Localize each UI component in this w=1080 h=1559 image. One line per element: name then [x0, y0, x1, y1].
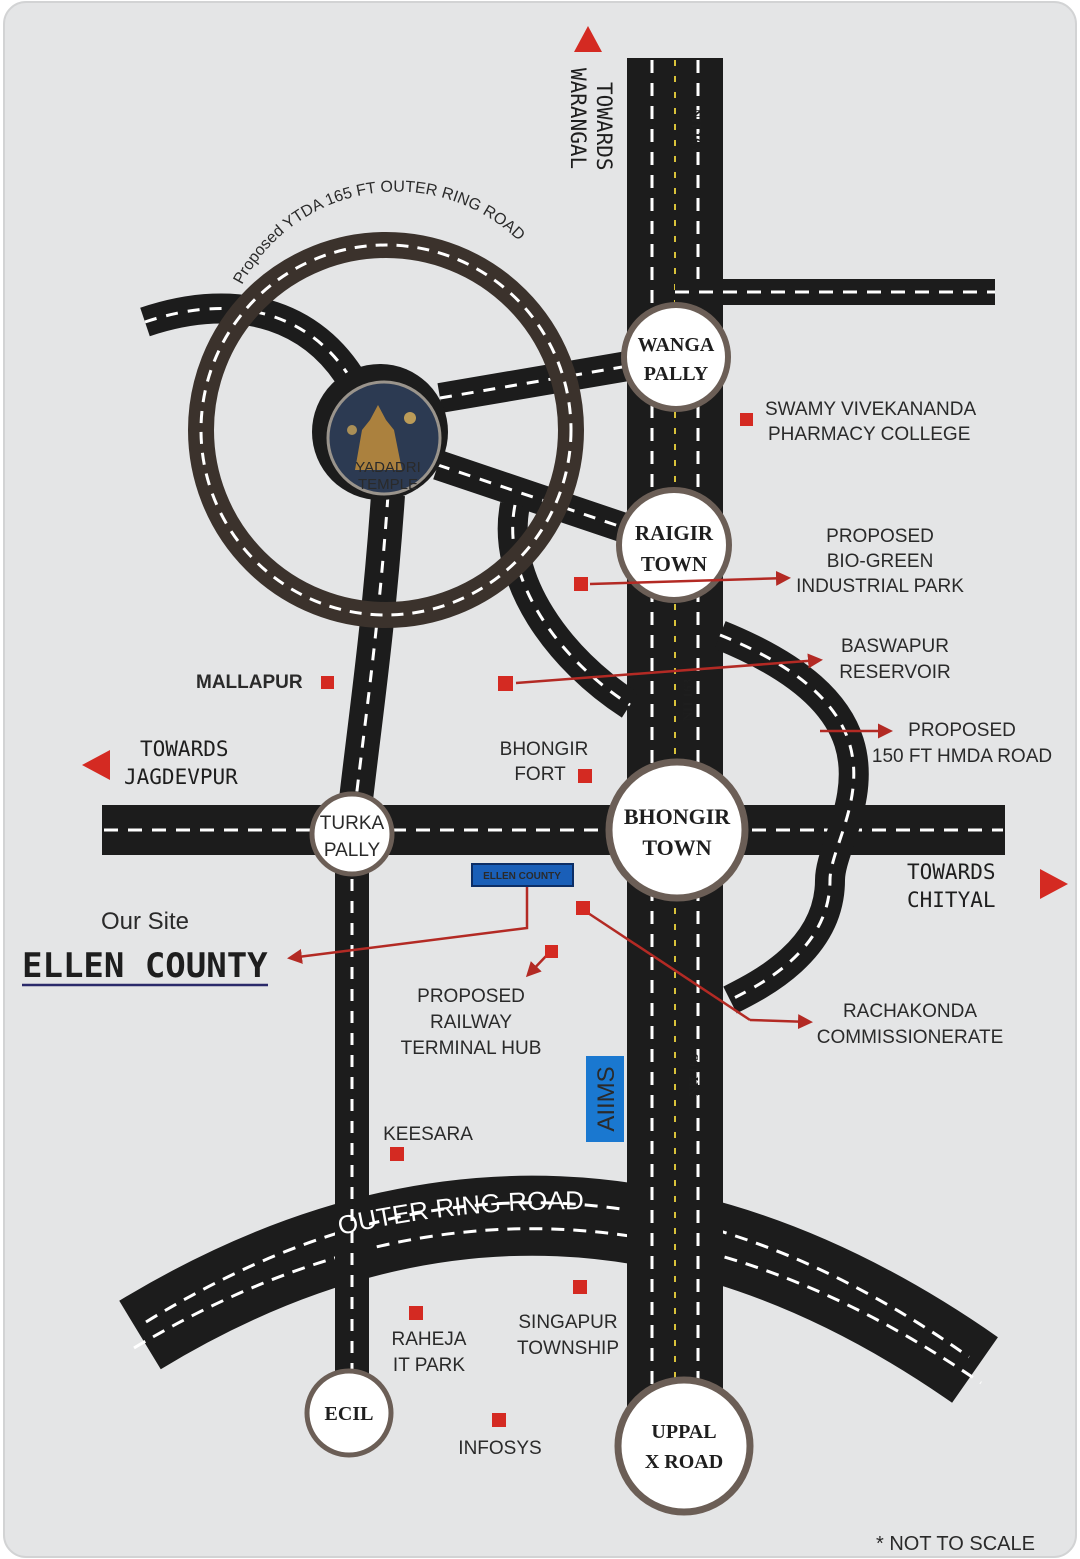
junction-turka-pally: TURKA PALLY: [309, 791, 395, 877]
marker-mallapur: [321, 676, 334, 689]
raheja-line1: RAHEJA: [392, 1329, 467, 1350]
temple-northwest-road: [140, 293, 374, 403]
road-network: [102, 58, 1005, 1440]
marker-baswapur: [498, 676, 513, 691]
infosys-label: INFOSYS: [458, 1438, 541, 1459]
nh163-label-bottom: NH 163: [686, 1053, 701, 1096]
baswapur-arrow: [515, 653, 823, 685]
outer-ring-road: [119, 1175, 998, 1403]
bhongir-town-line2: TOWN: [642, 835, 711, 860]
hmda-line2: 150 FT HMDA ROAD: [872, 746, 1052, 767]
marker-swamy: [740, 413, 753, 426]
biogreen-line2: BIO-GREEN: [827, 551, 934, 572]
ytda-ring-road-lane: [199, 243, 573, 617]
marker-singapur: [573, 1280, 587, 1294]
hmda-road-curve-lane: [719, 633, 856, 1002]
temple-tower-icon: [355, 405, 402, 470]
landmark-markers: [321, 413, 753, 1427]
biogreen-line3: INDUSTRIAL PARK: [796, 576, 964, 597]
towards-chityal-line2: CHITYAL: [907, 888, 996, 912]
east-arrow-icon: [1040, 869, 1068, 899]
biogreen-line1: PROPOSED: [826, 526, 934, 547]
temple-line1: YADADRI: [355, 459, 421, 476]
junction-wanga-pally: WANGA PALLY: [621, 302, 731, 412]
north-arrow-icon: [574, 26, 602, 52]
site-pointer-arrow: [287, 887, 529, 964]
yadadri-temple: YADADRI TEMPLE: [312, 364, 448, 500]
aiims-badge: AIIMS: [586, 1056, 624, 1142]
railway-arrow: [525, 953, 549, 978]
mallapur-label: MALLAPUR: [196, 672, 303, 693]
raheja-line2: IT PARK: [393, 1355, 465, 1376]
marker-rachakonda: [576, 901, 590, 915]
railway-line1: PROPOSED: [417, 986, 525, 1007]
towards-jagdevpur-line2: JAGDEVPUR: [124, 765, 238, 789]
marker-railway: [545, 945, 558, 958]
aiims-label: AIIMS: [593, 1066, 620, 1131]
hmda-line1: PROPOSED: [908, 720, 1016, 741]
raigir-town-line2: TOWN: [641, 552, 707, 576]
junction-raigir-town: RAIGIR TOWN: [616, 487, 732, 603]
outer-ring-road-lane-1: [145, 1201, 970, 1359]
outer-ring-road-lane-2: [133, 1227, 982, 1385]
ellen-county-title: ELLEN COUNTY: [22, 946, 268, 986]
map-background: [3, 1, 1077, 1558]
towards-warangal-line1: TOWARDS: [592, 82, 616, 171]
not-to-scale-note: * NOT TO SCALE: [876, 1533, 1035, 1555]
swamy-line2: PHARMACY COLLEGE: [768, 424, 970, 445]
temple-line2: TEMPLE: [358, 476, 418, 493]
rachakonda-line2: COMMISSIONERATE: [817, 1027, 1004, 1048]
nh163-label-top: NH 163: [689, 109, 704, 152]
junction-bhongir-town: BHONGIR TOWN: [605, 758, 749, 902]
pointer-arrows: [287, 570, 893, 1030]
junction-ecil: ECIL: [304, 1368, 394, 1458]
railway-line3: TERMINAL HUB: [401, 1038, 542, 1059]
ellen-county-badge-label: ELLEN COUNTY: [483, 871, 561, 882]
landmark-labels: SWAMY VIVEKANANDA PHARMACY COLLEGE PROPO…: [196, 399, 1052, 1459]
rachakonda-arrow-2: [749, 1014, 813, 1030]
biogreen-arrow: [589, 570, 791, 586]
bhongir-fort-line2: FORT: [514, 764, 566, 785]
singapur-line1: SINGAPUR: [518, 1312, 617, 1333]
west-arrow-icon: [82, 750, 110, 780]
keesara-label: KEESARA: [383, 1124, 473, 1145]
ecil-label: ECIL: [325, 1403, 374, 1425]
marker-infosys: [492, 1413, 506, 1427]
junction-uppal-x-road: UPPAL X ROAD: [614, 1376, 754, 1516]
rachakonda-arrow-1: [587, 911, 751, 1022]
marker-keesara: [390, 1147, 404, 1161]
our-site-label: Our Site: [101, 908, 189, 935]
direction-jagdevpur: TOWARDS JAGDEVPUR: [82, 737, 238, 789]
temple-turka-road-lane: [350, 494, 390, 836]
raigir-town-line1: RAIGIR: [635, 521, 714, 545]
wanga-pally-line2: PALLY: [644, 363, 709, 385]
turka-pally-line1: TURKA: [320, 813, 385, 834]
marker-biogreen: [574, 577, 588, 591]
marker-raheja: [409, 1306, 423, 1320]
ellen-county-badge: ELLEN COUNTY: [471, 863, 574, 887]
uppal-line2: X ROAD: [645, 1451, 723, 1473]
towards-jagdevpur-line1: TOWARDS: [140, 737, 229, 761]
bhongir-fort-line1: BHONGIR: [500, 739, 589, 760]
ring-to-nh-curve-lane: [511, 504, 631, 707]
baswapur-line1: BASWAPUR: [841, 636, 949, 657]
uppal-line1: UPPAL: [651, 1421, 716, 1443]
swamy-line1: SWAMY VIVEKANANDA: [765, 399, 976, 420]
wanga-pally-line1: WANGA: [638, 334, 715, 356]
towards-warangal-line2: WARANGAL: [566, 68, 590, 169]
towards-chityal-line1: TOWARDS: [907, 860, 996, 884]
railway-line2: RAILWAY: [430, 1012, 512, 1033]
singapur-line2: TOWNSHIP: [517, 1338, 619, 1359]
direction-chityal: TOWARDS CHITYAL: [907, 860, 1068, 912]
our-site-callout: Our Site ELLEN COUNTY: [22, 908, 268, 987]
rachakonda-line1: RACHAKONDA: [843, 1001, 977, 1022]
marker-bhongir-fort: [578, 769, 592, 783]
turka-pally-line2: PALLY: [324, 840, 381, 861]
bhongir-town-line1: BHONGIR: [624, 804, 731, 829]
baswapur-line2: RESERVOIR: [839, 662, 951, 683]
nh163-label-middle: NH 163: [680, 678, 695, 721]
direction-warangal: TOWARDS WARANGAL: [566, 26, 616, 171]
